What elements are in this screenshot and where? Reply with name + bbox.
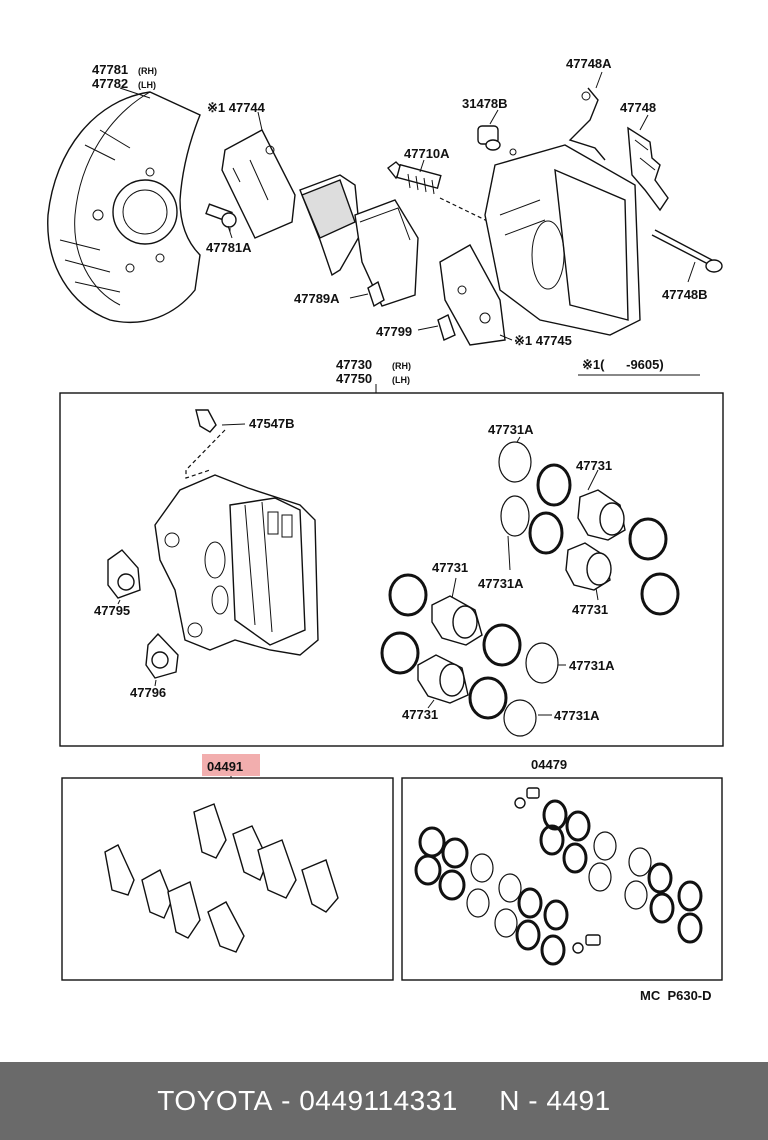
boot-47796 (145, 632, 179, 687)
clip-47789a (367, 280, 385, 308)
label-period-note: ※1( -9605) (582, 357, 664, 372)
label-pin-47748b: 47748B (662, 287, 708, 302)
label-rh-1: (RH) (138, 66, 157, 76)
label-boot-47795: 47795 (94, 603, 130, 618)
label-shim-47745: ※1 47745 (514, 333, 572, 348)
label-ring-47731a-3: 47731A (569, 658, 615, 673)
seal-kit-box (401, 777, 723, 981)
pin-47748a (568, 87, 606, 161)
label-bleeder-47547b: 47547B (249, 416, 295, 431)
label-lh-1: (LH) (138, 80, 156, 90)
label-shim-47744: ※1 47744 (207, 100, 266, 115)
seal-kit-contents (414, 787, 703, 966)
label-rh-2: (RH) (392, 361, 411, 371)
label-piston-47731-2: 47731 (432, 560, 468, 575)
caliper-box (59, 392, 724, 747)
brake-pad-inner (354, 199, 419, 307)
footer-brand: TOYOTA (157, 1085, 273, 1116)
label-piston-47731-1: 47731 (576, 458, 612, 473)
footer-gap (458, 1085, 499, 1117)
label-shield-rh: 47781 (92, 62, 128, 77)
footer-bar: TOYOTA - 0449114331 N - 4491 (0, 1062, 768, 1140)
label-boot-47796: 47796 (130, 685, 166, 700)
label-cap-31478b: 31478B (462, 96, 508, 111)
label-bolt-47781a: 47781A (206, 240, 252, 255)
label-ring-47731a-4: 47731A (554, 708, 600, 723)
parts-diagram: 47781 (RH) 47782 (LH) ※1 47744 47781A 31… (47, 56, 724, 1003)
label-spring-47748: 47748 (620, 100, 656, 115)
label-piston-47731-4: 47731 (402, 707, 438, 722)
cap-31478b (477, 125, 517, 156)
shim-47744 (221, 111, 296, 239)
pad-kit-contents (104, 803, 339, 953)
label-kit-04491: 04491 (207, 759, 243, 774)
bolt-47781a (205, 203, 237, 239)
label-ref-code: MC P630-D (640, 988, 712, 1003)
label-piston-47731-3: 47731 (572, 602, 608, 617)
pin-47748b (651, 229, 723, 273)
bleeder-47547b (195, 409, 246, 433)
spring-47748 (627, 126, 669, 212)
label-lh-2: (LH) (392, 375, 410, 385)
label-clip-47799: 47799 (376, 324, 412, 339)
caliper-body (154, 474, 319, 656)
dust-shield (47, 87, 201, 324)
footer-catalog-ref: N - 4491 (499, 1085, 611, 1116)
shim-47745 (439, 244, 506, 346)
pad-kit-box (61, 777, 394, 981)
label-caliper-lh: 47750 (336, 371, 372, 386)
boot-47795 (107, 549, 141, 605)
caliper-top (484, 144, 641, 336)
label-shield-lh: 47782 (92, 76, 128, 91)
footer-part-number: 0449114331 (299, 1085, 458, 1116)
footer-separator: - (272, 1085, 300, 1116)
label-ring-47731a-1: 47731A (488, 422, 534, 437)
label-ring-47731a-2: 47731A (478, 576, 524, 591)
kit-highlight (202, 754, 260, 776)
label-clip-47789a: 47789A (294, 291, 340, 306)
label-caliper-rh: 47730 (336, 357, 372, 372)
clip-47799 (437, 314, 456, 341)
leader-lines-top (229, 71, 696, 341)
leader-lines-middle (427, 436, 599, 716)
brake-pad-outer (299, 174, 361, 277)
piston-seal-set (380, 441, 680, 737)
label-kit-04479: 04479 (531, 757, 567, 772)
label-pin-47748a: 47748A (566, 56, 612, 71)
bolt-47710a (387, 161, 442, 195)
label-bolt-47710a: 47710A (404, 146, 450, 161)
